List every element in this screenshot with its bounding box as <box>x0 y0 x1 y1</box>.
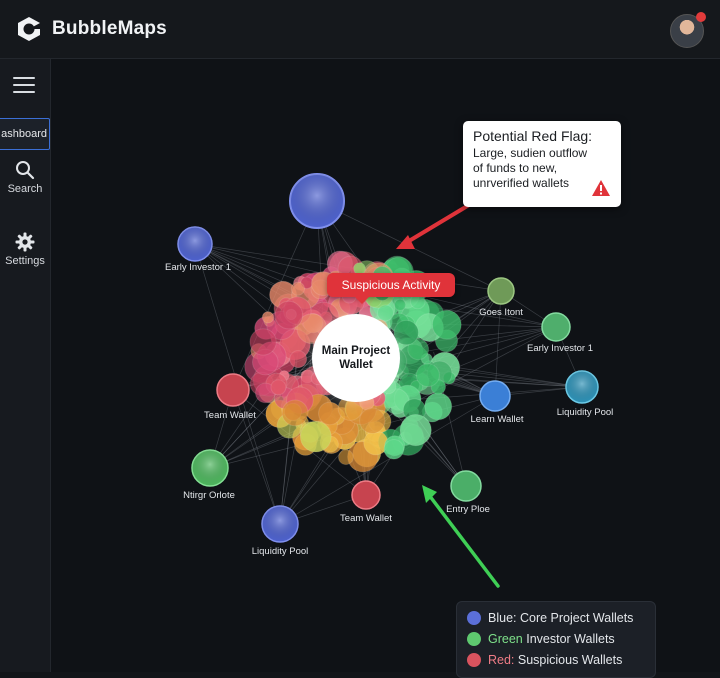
node-label: Early Investor 1 <box>165 262 231 273</box>
main-project-wallet[interactable]: Main Project Wallet <box>312 314 400 402</box>
edge-line <box>365 290 502 496</box>
legend-text: Suspicious Wallets <box>514 653 623 667</box>
node-core-top[interactable] <box>289 173 345 229</box>
bubble-map-canvas[interactable]: Early Investor 1 Goes Itont Early Invest… <box>51 59 720 678</box>
legend-text: Investor Wallets <box>522 632 615 646</box>
search-icon <box>16 161 35 180</box>
legend-prefix: Green <box>488 632 523 646</box>
callout-body: Large, sudien outflow of funds to new, u… <box>473 146 588 190</box>
cluster-bubble[interactable] <box>377 304 394 322</box>
warning-triangle-icon <box>592 180 610 196</box>
sidebar-item-dashboard[interactable]: ashboard <box>0 118 50 150</box>
notification-badge <box>696 12 706 22</box>
cluster-bubble[interactable] <box>289 350 308 369</box>
node-label: Learn Wallet <box>470 414 524 425</box>
cluster-bubble[interactable] <box>281 399 309 427</box>
cluster-bubble[interactable] <box>359 407 386 434</box>
legend-dot-icon <box>467 610 481 625</box>
sidebar-item-label: Search <box>7 183 43 195</box>
app-title: BubbleMaps <box>52 18 167 39</box>
legend-prefix: Blue: <box>488 611 517 625</box>
cluster-bubble[interactable] <box>290 281 305 296</box>
node-team-wallet-left[interactable] <box>216 373 250 407</box>
node-entry-ploe[interactable] <box>450 470 482 502</box>
cluster-bubble[interactable] <box>274 300 304 330</box>
node-learn-wallet[interactable] <box>479 380 511 412</box>
cluster-bubble[interactable] <box>407 338 430 361</box>
cluster-bubble[interactable] <box>431 309 462 340</box>
cluster-bubble[interactable] <box>399 414 432 447</box>
edge-line <box>279 395 496 525</box>
cluster-bubble[interactable] <box>249 328 277 356</box>
legend-dot-icon <box>467 631 481 646</box>
sidebar-item-label: ashboard <box>1 128 47 140</box>
sidebar-item-search[interactable]: Search <box>0 160 50 195</box>
user-avatar[interactable] <box>670 12 706 48</box>
legend-text: Core Project Wallets <box>516 611 634 625</box>
green-arrow <box>422 485 500 588</box>
node-label: Early Investor 1 <box>527 343 593 354</box>
node-goes-itont[interactable] <box>487 277 515 305</box>
app-header: BubbleMaps <box>0 0 720 59</box>
cluster-bubble[interactable] <box>394 298 407 311</box>
red-flag-callout: Potential Red Flag: Large, sudien outflo… <box>463 121 621 207</box>
cluster-bubble[interactable] <box>299 420 332 453</box>
cluster-bubble[interactable] <box>270 379 287 396</box>
cluster-bubble[interactable] <box>415 363 440 388</box>
node-early-investor-right[interactable] <box>541 312 571 342</box>
node-ntirgr-orlote[interactable] <box>191 449 229 487</box>
red-flag-arrow <box>396 203 471 249</box>
legend-item-blue: Blue: Core Project Wallets <box>467 609 633 627</box>
hamburger-icon[interactable] <box>13 77 35 95</box>
cluster-bubble[interactable] <box>393 319 419 346</box>
cluster-bubble[interactable] <box>338 449 354 466</box>
edge-line <box>232 389 281 525</box>
legend-prefix: Red: <box>488 653 515 667</box>
legend-item-red: Red: Suspicious Wallets <box>467 651 622 669</box>
suspicious-activity-tag: Suspicious Activity <box>327 273 455 304</box>
node-label: Goes Itont <box>479 307 523 318</box>
node-label: Team Wallet <box>204 410 256 421</box>
node-label: Liquidity Pool <box>251 546 309 557</box>
node-team-wallet-bottom[interactable] <box>351 480 381 510</box>
center-label-line2: Wallet <box>339 359 373 371</box>
node-liquidity-pool-right[interactable] <box>565 370 599 404</box>
map-legend: Blue: Core Project Wallets Green Investo… <box>456 601 656 678</box>
callout-title: Potential Red Flag: <box>473 128 593 144</box>
node-liquidity-pool-bottom[interactable] <box>261 505 299 543</box>
gear-icon <box>15 232 35 252</box>
sidebar-item-label: Settings <box>5 255 45 267</box>
node-label: Team Wallet <box>340 513 392 524</box>
legend-dot-icon <box>467 652 481 667</box>
cluster-bubble[interactable] <box>383 439 405 460</box>
node-label: Entry Ploe <box>446 504 490 515</box>
hexagon-bubble-logo-icon[interactable] <box>16 16 42 42</box>
cluster-bubble[interactable] <box>318 401 342 426</box>
node-label: Liquidity Pool <box>556 407 614 418</box>
center-label-line1: Main Project <box>321 345 391 357</box>
cluster-bubble[interactable] <box>261 311 275 324</box>
node-label: Ntirgr Orlote <box>183 490 235 501</box>
node-early-investor-left[interactable] <box>177 226 213 262</box>
legend-item-green: Green Investor Wallets <box>467 630 615 648</box>
sidebar: ashboard Search Settings <box>0 59 51 672</box>
sidebar-item-settings[interactable]: Settings <box>0 232 50 267</box>
edge-line <box>494 290 502 397</box>
cluster-bubble[interactable] <box>424 392 453 421</box>
